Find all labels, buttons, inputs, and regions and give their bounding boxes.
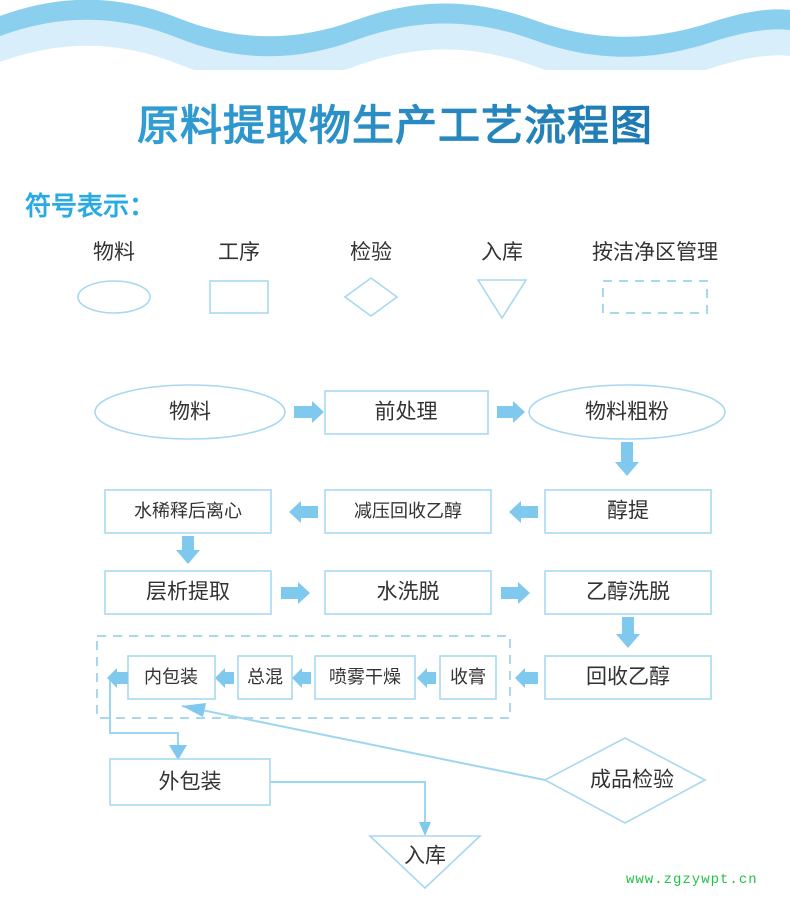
- legend-row: 物料 工序 检验 入库 按洁净区管理: [0, 240, 790, 340]
- wave-header-decoration: [0, 0, 790, 70]
- arrow-penwu-to-zonghun: [292, 668, 311, 688]
- arrow-jianya-to-shuixishi: [289, 501, 318, 523]
- arrow-wuliao-to-qianchuli: [294, 401, 324, 423]
- legend-label-clean-area: 按洁净区管理: [592, 241, 718, 264]
- node-label-shuixishi: 水稀释后离心: [134, 501, 242, 521]
- node-waibaozhuang[interactable]: 外包装: [109, 758, 271, 806]
- ellipse-icon: [77, 280, 151, 314]
- legend-label-inspection: 检验: [350, 241, 392, 264]
- rectangle-icon: [209, 280, 269, 314]
- node-shuixituo[interactable]: 水洗脱: [324, 570, 492, 615]
- node-label-qianchuli: 前处理: [375, 401, 438, 424]
- arrow-yichunxituo-to-huishou: [616, 617, 640, 648]
- legend-label-warehouse: 入库: [481, 241, 523, 264]
- node-shuixishi[interactable]: 水稀释后离心: [104, 489, 272, 534]
- node-label-ruku: 入库: [404, 845, 446, 868]
- node-label-shuixituo: 水洗脱: [377, 581, 440, 604]
- page-title: 原料提取物生产工艺流程图: [0, 92, 790, 153]
- arrow-qianchuli-to-wuliaocufen: [497, 401, 525, 423]
- arrow-shuixituo-to-yichunxituo: [501, 582, 530, 604]
- legend-item-clean-area: 按洁净区管理: [562, 240, 748, 325]
- node-label-wuliaocufen: 物料粗粉: [585, 401, 669, 424]
- node-label-huishouyichun: 回收乙醇: [586, 666, 670, 689]
- legend-item-warehouse: 入库: [446, 240, 558, 325]
- wave-bottom-light: [0, 11, 790, 70]
- node-neibaozhuang[interactable]: 内包装: [127, 655, 216, 700]
- arrow-cengxi-to-shuixituo: [281, 582, 310, 604]
- node-wuliaocufen[interactable]: 物料粗粉: [528, 384, 726, 440]
- clean-area-region: [96, 635, 511, 719]
- node-ruku[interactable]: 入库: [367, 835, 483, 890]
- node-label-cengxi: 层析提取: [146, 581, 230, 604]
- node-wuliao[interactable]: 物料: [94, 384, 286, 440]
- node-huishouyichun[interactable]: 回收乙醇: [544, 655, 712, 700]
- arrow-shuixishi-to-cengxi: [176, 536, 200, 564]
- node-label-neibaozhuang: 内包装: [144, 667, 198, 687]
- connector-chengpinjian-to-neibaozhuang: [181, 703, 546, 781]
- dashed-rectangle-icon: [602, 280, 708, 314]
- triangle-down-icon: [476, 279, 528, 320]
- site-watermark: www.zgzywpt.cn: [626, 872, 758, 888]
- legend-item-material: 物料: [58, 240, 170, 325]
- node-zonghun[interactable]: 总混: [237, 655, 293, 700]
- legend-label-process: 工序: [218, 241, 260, 264]
- legend-item-inspection: 检验: [315, 240, 427, 325]
- node-qianchuli[interactable]: 前处理: [324, 390, 489, 435]
- node-label-chunti: 醇提: [607, 500, 649, 523]
- legend-label-material: 物料: [93, 241, 135, 264]
- node-label-wuliao: 物料: [169, 401, 211, 424]
- node-label-waibaozhuang: 外包装: [159, 771, 222, 794]
- arrow-chunti-to-jianya: [509, 501, 538, 523]
- arrow-zonghun-to-neibaozhuang: [215, 668, 234, 688]
- connector-neibaozhuang-to-waibaozhuang: [107, 668, 187, 760]
- arrow-shougao-to-penwu: [417, 668, 436, 688]
- node-shougao[interactable]: 收膏: [439, 655, 497, 700]
- node-penwuganzao[interactable]: 喷雾干燥: [314, 655, 416, 700]
- node-label-chengpinjian: 成品检验: [590, 769, 674, 792]
- legend-heading: 符号表示：: [25, 191, 156, 221]
- node-cengxi[interactable]: 层析提取: [104, 570, 272, 615]
- wave-top-dark: [0, 0, 790, 57]
- node-label-penwuganzao: 喷雾干燥: [329, 667, 401, 687]
- node-label-zonghun: 总混: [247, 667, 283, 687]
- arrow-wuliaocufen-to-chunti: [615, 442, 639, 476]
- node-chengpinjian[interactable]: 成品检验: [543, 737, 707, 824]
- arrow-huishou-to-shougao: [515, 668, 538, 688]
- node-label-shougao: 收膏: [450, 666, 486, 687]
- node-jianyahuishou[interactable]: 减压回收乙醇: [324, 489, 492, 534]
- node-label-yichunxituo: 乙醇洗脱: [586, 581, 670, 604]
- node-yichunxituo[interactable]: 乙醇洗脱: [544, 570, 712, 615]
- diamond-icon: [343, 277, 399, 317]
- connector-waibaozhuang-to-ruku: [270, 781, 431, 836]
- legend-item-process: 工序: [183, 240, 295, 325]
- node-label-jianyahuishou: 减压回收乙醇: [354, 501, 462, 521]
- node-chunti[interactable]: 醇提: [544, 489, 712, 534]
